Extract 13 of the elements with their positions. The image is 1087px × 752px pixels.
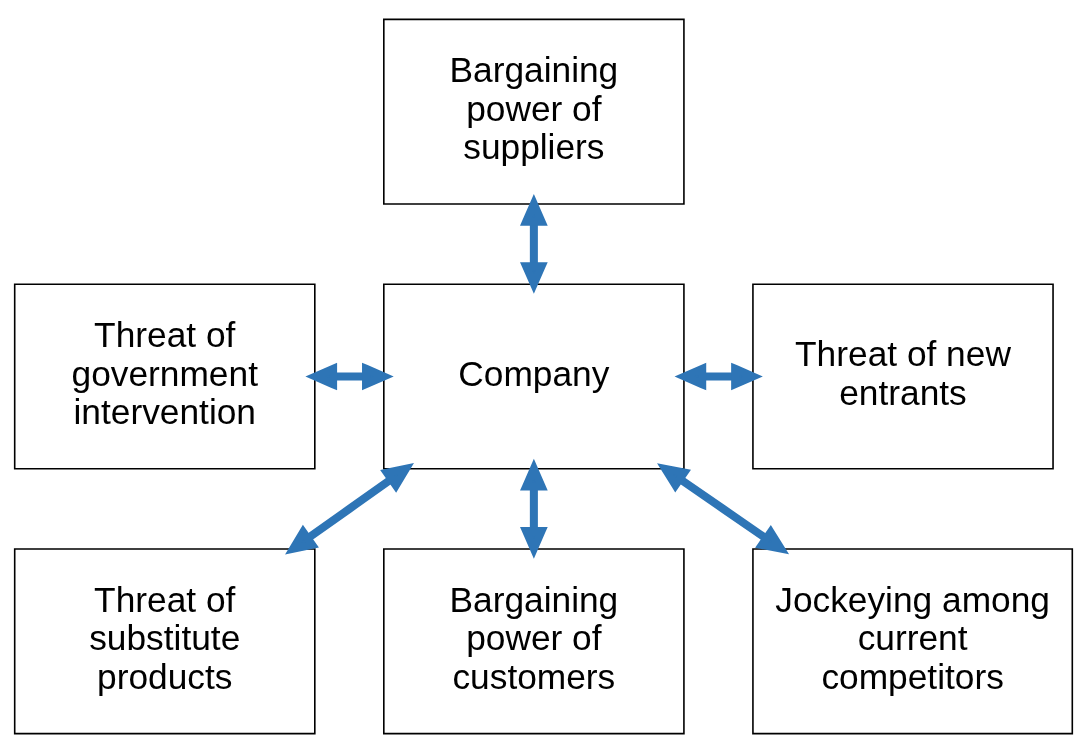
node-box: Threat of government intervention xyxy=(13,282,316,470)
node-box: Threat of substitute products xyxy=(13,547,316,734)
arrow xyxy=(285,462,414,554)
arrow xyxy=(520,458,548,559)
arrow xyxy=(520,193,548,294)
arrow xyxy=(305,362,394,390)
node-box: Bargaining power of customers xyxy=(383,547,685,734)
node-box: Bargaining power of suppliers xyxy=(383,18,685,205)
node-box: Threat of new entrants xyxy=(752,282,1054,470)
node-box: Jockeying among current competitors xyxy=(752,547,1074,734)
arrow xyxy=(674,362,763,390)
node-box: Company xyxy=(383,282,685,470)
arrow xyxy=(657,462,790,554)
